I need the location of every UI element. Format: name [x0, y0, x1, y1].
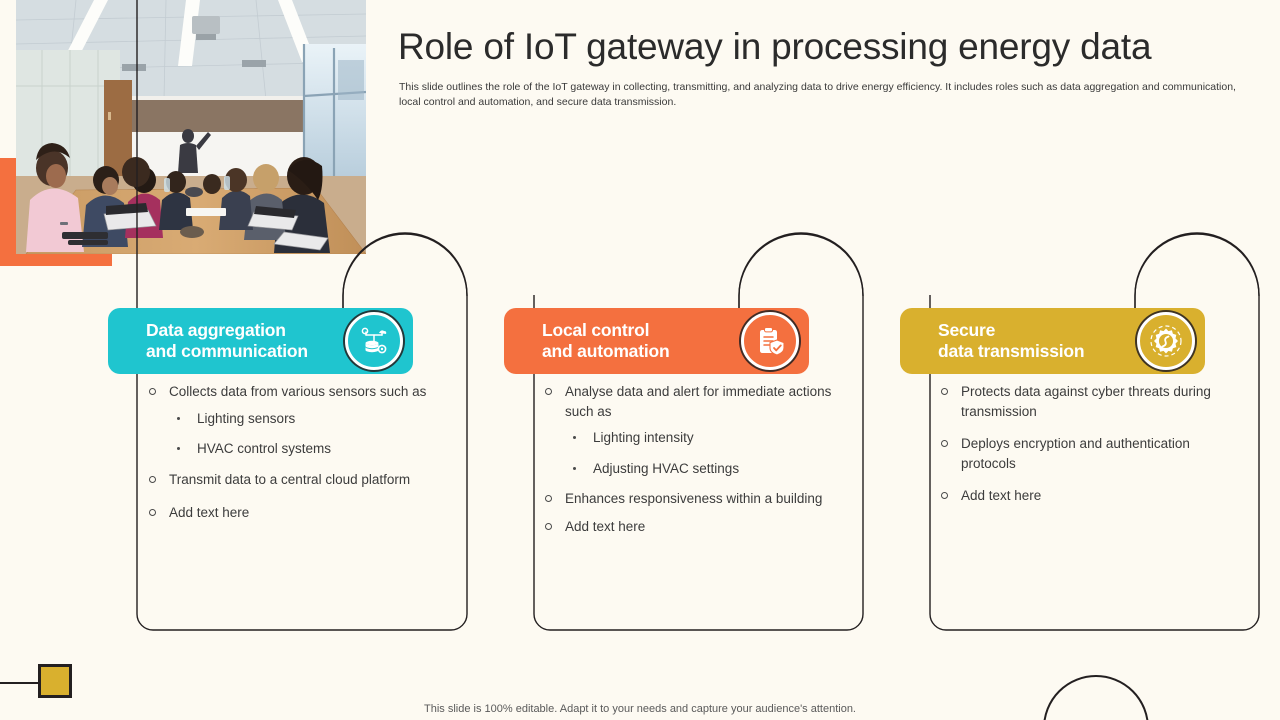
card-title-local-control: Local control and automation — [542, 320, 670, 361]
sub-list-item: Lighting intensity — [565, 428, 836, 448]
bullet-marker — [941, 440, 948, 447]
card-badge-secure-transmission — [1137, 312, 1195, 370]
sub-bullet-marker — [573, 466, 577, 470]
list-item[interactable]: Add text here — [145, 503, 440, 523]
bullet-text: Analyse data and alert for immediate act… — [565, 384, 832, 419]
list-item: Transmit data to a central cloud platfor… — [145, 470, 440, 490]
sub-list-item: HVAC control systems — [169, 439, 440, 459]
bullet-marker — [149, 509, 156, 516]
sub-bullet-text: Lighting intensity — [593, 430, 694, 445]
card-header-local-control[interactable]: Local control and automation — [504, 308, 809, 374]
add-text-placeholder[interactable]: Add text here — [565, 518, 646, 534]
bullet-marker — [941, 388, 948, 395]
card-header-secure-transmission[interactable]: Secure data transmission — [900, 308, 1205, 374]
sub-bullet-marker — [177, 447, 181, 451]
page-subtitle: This slide outlines the role of the IoT … — [399, 81, 1236, 108]
bullet-text: Deploys encryption and authentication pr… — [961, 436, 1190, 471]
sub-bullet-list: Lighting intensity Adjusting HVAC settin… — [565, 428, 836, 478]
list-item[interactable]: Add text here — [937, 486, 1232, 506]
add-text-placeholder[interactable]: Add text here — [169, 505, 250, 520]
list-item[interactable]: Add text here — [541, 517, 836, 537]
card-title-data-aggregation: Data aggregation and communication — [146, 320, 308, 361]
bullet-marker — [941, 492, 948, 499]
card-title-secure-transmission: Secure data transmission — [938, 320, 1085, 361]
card-body-secure-transmission: Protects data against cyber threats duri… — [937, 382, 1232, 514]
bullet-text: Collects data from various sensors such … — [169, 384, 427, 399]
card-body-local-control: Analyse data and alert for immediate act… — [541, 382, 836, 544]
sub-list-item: Adjusting HVAC settings — [565, 459, 836, 479]
sub-list-item: Lighting sensors — [169, 409, 440, 429]
bullet-marker — [545, 388, 552, 395]
gear-security-icon — [1150, 325, 1182, 357]
bullet-list-secure-transmission: Protects data against cyber threats duri… — [937, 382, 1232, 506]
list-item: Collects data from various sensors such … — [145, 382, 440, 459]
list-item: Deploys encryption and authentication pr… — [937, 434, 1232, 473]
list-item: Protects data against cyber threats duri… — [937, 382, 1232, 421]
sub-bullet-marker — [177, 416, 181, 420]
bullet-list-data-aggregation: Collects data from various sensors such … — [145, 382, 440, 523]
card-header-data-aggregation[interactable]: Data aggregation and communication — [108, 308, 413, 374]
sub-bullet-marker — [573, 436, 577, 440]
bullet-marker — [149, 388, 156, 395]
bullet-list-local-control: Analyse data and alert for immediate act… — [541, 382, 836, 536]
sub-bullet-text: Lighting sensors — [197, 410, 296, 426]
list-item: Analyse data and alert for immediate act… — [541, 382, 836, 478]
card-body-data-aggregation: Collects data from various sensors such … — [145, 382, 440, 531]
card-badge-data-aggregation — [345, 312, 403, 370]
data-network-icon — [361, 327, 387, 354]
bullet-text: Enhances responsiveness within a buildin… — [565, 491, 823, 506]
bullet-marker — [149, 475, 156, 483]
bullet-text: Transmit data to a central cloud platfor… — [169, 471, 411, 487]
clipboard-shield-icon — [760, 327, 785, 356]
sub-bullet-text: HVAC control systems — [197, 441, 332, 456]
list-item: Enhances responsiveness within a buildin… — [541, 489, 836, 509]
page-title: Role of IoT gateway in processing energy… — [398, 26, 1152, 67]
conference-room-photo — [16, 0, 366, 254]
sub-bullet-list: Lighting sensors HVAC control systems — [169, 409, 440, 459]
bullet-marker — [545, 495, 552, 502]
bullet-marker — [545, 522, 552, 530]
add-text-placeholder[interactable]: Add text here — [961, 488, 1042, 503]
bullet-text: Protects data against cyber threats duri… — [961, 384, 1211, 419]
decorative-gold-line — [0, 682, 46, 684]
footer-note: This slide is 100% editable. Adapt it to… — [424, 703, 856, 715]
sub-bullet-text: Adjusting HVAC settings — [593, 460, 740, 476]
card-badge-local-control — [741, 312, 799, 370]
decorative-gold-square — [38, 664, 72, 698]
